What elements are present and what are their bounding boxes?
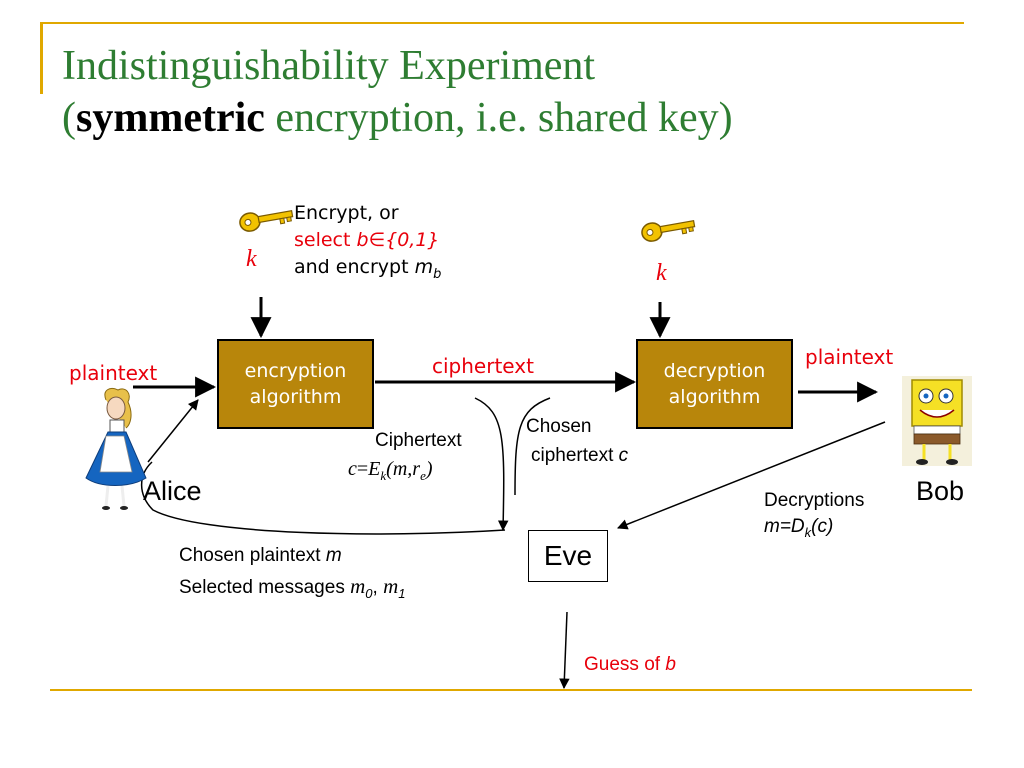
slide-title: Indistinguishability Experiment (symmetr… xyxy=(62,40,733,144)
encryption-algorithm-box: encryption algorithm xyxy=(217,339,374,429)
ciphertext-label: ciphertext xyxy=(432,354,534,378)
decryptions-note: Decryptions m=Dk(c) xyxy=(764,488,864,546)
left-key-label: k xyxy=(246,246,257,272)
left-accent-bar xyxy=(40,22,43,94)
plaintext-left-label: plaintext xyxy=(69,361,158,385)
decryption-algorithm-box: decryption algorithm xyxy=(636,339,793,429)
encrypt-or-text: Encrypt, or xyxy=(294,202,399,224)
key-icon xyxy=(239,209,294,232)
bottom-rule xyxy=(50,689,972,691)
bob-label: Bob xyxy=(916,476,965,506)
select-b-text: select b∈{0,1} xyxy=(294,229,440,251)
decryptions-label: Decryptions xyxy=(764,490,865,511)
plaintext-right-label: plaintext xyxy=(805,345,894,369)
encrypt-mb-text: and encrypt mb xyxy=(294,256,442,282)
dec-box-line2: algorithm xyxy=(668,386,761,408)
key-icon xyxy=(641,219,696,242)
title-line-2: (symmetric encryption, i.e. shared key) xyxy=(62,95,733,141)
ciphertext-formula: c=Ek(m,re) xyxy=(348,458,433,483)
alice-label: Alice xyxy=(143,476,202,506)
enc-box-line2: algorithm xyxy=(249,386,342,408)
top-rule xyxy=(40,22,964,24)
encrypt-note: Encrypt, or select b∈{0,1} and encrypt m… xyxy=(294,200,441,288)
title-line-1: Indistinguishability Experiment xyxy=(62,43,596,89)
ciphertext-note: Ciphertext xyxy=(375,430,462,451)
eve-box: Eve xyxy=(528,530,608,582)
chosen-line2: ciphertext c xyxy=(531,445,629,466)
selected-messages-label: Selected messages m0, m1 xyxy=(179,574,406,601)
alice-figure xyxy=(85,387,147,510)
chosen-line1: Chosen xyxy=(526,416,592,437)
enc-box-line1: encryption xyxy=(244,360,347,382)
right-key-label: k xyxy=(656,260,667,286)
bob-figure xyxy=(902,376,972,466)
decryption-formula: m=Dk(c) xyxy=(764,516,834,540)
guess-label: Guess of b xyxy=(584,654,676,675)
chosen-ciphertext-note: Chosen ciphertext c xyxy=(526,412,628,470)
chosen-plaintext-label: Chosen plaintext m xyxy=(179,545,342,566)
eve-queries-note: Chosen plaintext m Selected messages m0,… xyxy=(179,540,405,609)
dec-box-line1: decryption xyxy=(663,360,766,382)
